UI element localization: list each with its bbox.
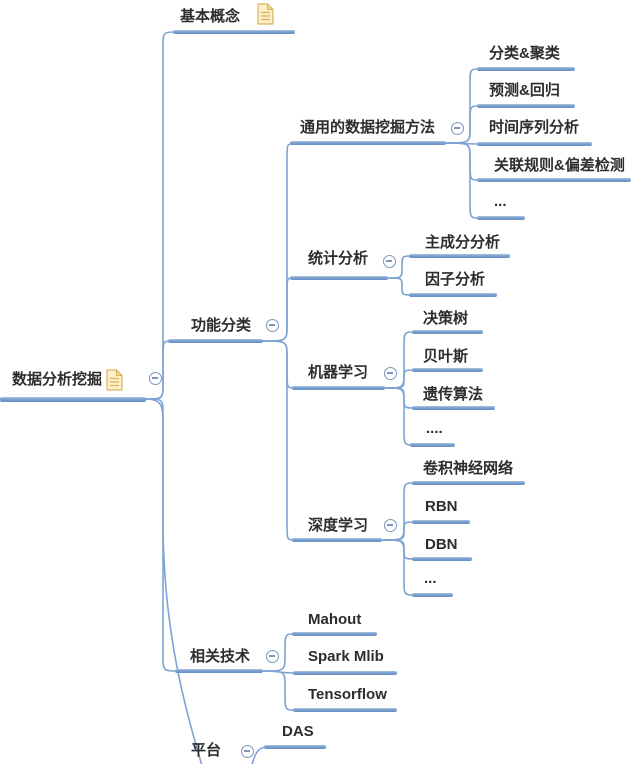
topic-stat[interactable]: 统计分析 (308, 250, 369, 267)
topic-underline-dots-c (412, 593, 453, 597)
collapse-minus-icon-tech[interactable] (265, 649, 279, 663)
topic-underline-dtree (412, 330, 483, 334)
branch-connector (262, 633, 296, 672)
minus-bar (387, 372, 393, 374)
minus-bar (387, 524, 393, 526)
topic-underline-rbn (412, 520, 470, 524)
topic-rbn[interactable]: RBN (425, 498, 458, 515)
topic-cls[interactable]: 分类&聚类 (489, 45, 560, 62)
notes-icon[interactable] (257, 3, 274, 25)
topic-underline-root (0, 396, 146, 402)
topic-bayes[interactable]: 贝叶斯 (423, 348, 469, 365)
topic-dots-c[interactable]: ... (424, 570, 437, 587)
branch-connector (384, 331, 416, 389)
branch-connector (145, 398, 203, 764)
topic-underline-genetic (412, 406, 495, 410)
topic-underline-stat (290, 276, 388, 280)
branch-connector (387, 277, 413, 296)
collapse-minus-icon-ml[interactable] (383, 366, 397, 380)
branch-connector (145, 340, 173, 400)
topic-underline-basic (173, 30, 295, 34)
topic-dbn[interactable]: DBN (425, 536, 458, 553)
branch-connector (445, 142, 481, 181)
collapse-minus-icon-dl[interactable] (383, 518, 397, 532)
minus-bar (269, 655, 275, 657)
minus-bar (244, 750, 250, 752)
topic-underline-cls (477, 67, 575, 71)
topic-underline-pca (409, 254, 510, 258)
topic-underline-dots-b (410, 443, 455, 447)
topic-underline-ts (477, 142, 592, 146)
topic-general[interactable]: 通用的数据挖掘方法 (300, 119, 436, 136)
topic-underline-das (264, 745, 326, 749)
topic-spark[interactable]: Spark Mlib (308, 648, 384, 665)
topic-underline-dl (292, 538, 382, 542)
topic-underline-pred (477, 104, 575, 108)
topic-underline-assoc (477, 178, 631, 182)
collapse-minus-icon-stat[interactable] (382, 254, 396, 268)
branch-connector (262, 277, 294, 342)
topic-func[interactable]: 功能分类 (191, 317, 252, 334)
topic-tensorflow[interactable]: Tensorflow (308, 686, 387, 703)
branch-connector (262, 670, 296, 711)
branch-connector (145, 31, 178, 400)
topic-underline-tech (175, 669, 263, 673)
topic-ts[interactable]: 时间序列分析 (489, 119, 580, 136)
topic-platform[interactable]: 平台 (191, 742, 222, 759)
topic-underline-bayes (412, 368, 483, 372)
topic-underline-dots-a (477, 216, 525, 220)
topic-ml[interactable]: 机器学习 (308, 364, 369, 381)
branch-connector (445, 142, 481, 219)
topic-genetic[interactable]: 遗传算法 (423, 386, 484, 403)
topic-underline-general (290, 141, 446, 145)
branch-connector (384, 387, 416, 446)
topic-underline-func (168, 339, 263, 343)
topic-underline-cnn (412, 481, 525, 485)
collapse-minus-icon-func[interactable] (265, 318, 279, 332)
branch-connector (262, 143, 294, 342)
topic-dtree[interactable]: 决策树 (423, 310, 469, 327)
topic-underline-dbn (412, 557, 472, 561)
minus-bar (152, 377, 158, 379)
branch-connector (381, 539, 416, 596)
topic-underline-ml (292, 386, 385, 390)
minus-bar (269, 324, 275, 326)
branch-connector (445, 105, 481, 144)
minus-bar (454, 127, 460, 129)
branch-connector (262, 340, 296, 541)
topic-underline-tensorflow (293, 708, 397, 712)
topic-pca[interactable]: 主成分分析 (425, 234, 501, 251)
collapse-minus-icon-root[interactable] (148, 371, 162, 385)
topic-das[interactable]: DAS (282, 723, 314, 740)
topic-pred[interactable]: 预测&回归 (489, 82, 560, 99)
topic-assoc[interactable]: 关联规则&偏差检测 (494, 157, 625, 174)
branch-connector (262, 340, 296, 389)
topic-underline-mahout (292, 632, 377, 636)
topic-dl[interactable]: 深度学习 (308, 517, 369, 534)
collapse-minus-icon-general[interactable] (450, 121, 464, 135)
topic-cnn[interactable]: 卷积神经网络 (423, 460, 514, 477)
topic-tech[interactable]: 相关技术 (190, 648, 251, 665)
notes-icon[interactable] (106, 369, 123, 391)
topic-factor[interactable]: 因子分析 (425, 271, 486, 288)
branch-connector (384, 387, 416, 409)
collapse-minus-icon-platform[interactable] (240, 744, 254, 758)
topic-root[interactable]: 数据分析挖掘 (12, 371, 103, 388)
topic-basic[interactable]: 基本概念 (180, 8, 241, 25)
topic-dots-b[interactable]: .... (426, 420, 443, 437)
topic-mahout[interactable]: Mahout (308, 611, 362, 628)
topic-underline-spark (293, 671, 397, 675)
branch-connector (381, 539, 416, 560)
topic-dots-a[interactable]: ... (494, 193, 507, 210)
topic-underline-factor (409, 293, 497, 297)
minus-bar (386, 260, 392, 262)
